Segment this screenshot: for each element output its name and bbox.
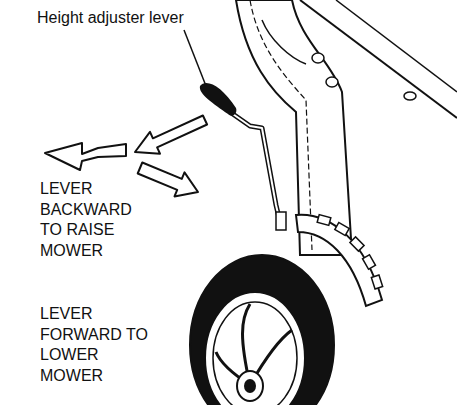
lever-rod-highlight <box>230 112 280 222</box>
bolt-hole <box>312 53 324 63</box>
bolt-hole <box>326 77 338 87</box>
callout-label: LEVER FORWARD TO LOWER MOWER <box>40 304 155 386</box>
notch-tooth <box>317 215 331 226</box>
notch-teeth <box>317 215 382 289</box>
wheel-rim <box>205 292 305 405</box>
plate-fold <box>250 0 312 250</box>
forward-arrow <box>135 116 207 154</box>
wheel-hub <box>237 371 263 401</box>
bolt-hole <box>404 92 416 100</box>
raise-arrow <box>45 143 126 170</box>
callout-label: LEVER BACKWARD TO RAISE MOWER <box>40 179 155 261</box>
notch-tooth <box>371 275 382 289</box>
notch-tooth <box>363 255 376 269</box>
lever-tab <box>276 212 286 230</box>
lever-knob <box>200 83 237 116</box>
deck-edge <box>336 0 457 92</box>
lever-rod <box>230 112 280 222</box>
leader-line <box>184 30 206 86</box>
wheel-tire <box>190 255 334 405</box>
callout-label: Height adjuster lever <box>37 8 237 29</box>
notch-tooth <box>350 237 364 251</box>
lower-arrow <box>138 163 198 197</box>
plate-rib <box>262 20 306 64</box>
wheel-rim-inner <box>213 302 297 405</box>
hub-nut <box>244 379 256 393</box>
notch-tooth <box>335 223 349 236</box>
